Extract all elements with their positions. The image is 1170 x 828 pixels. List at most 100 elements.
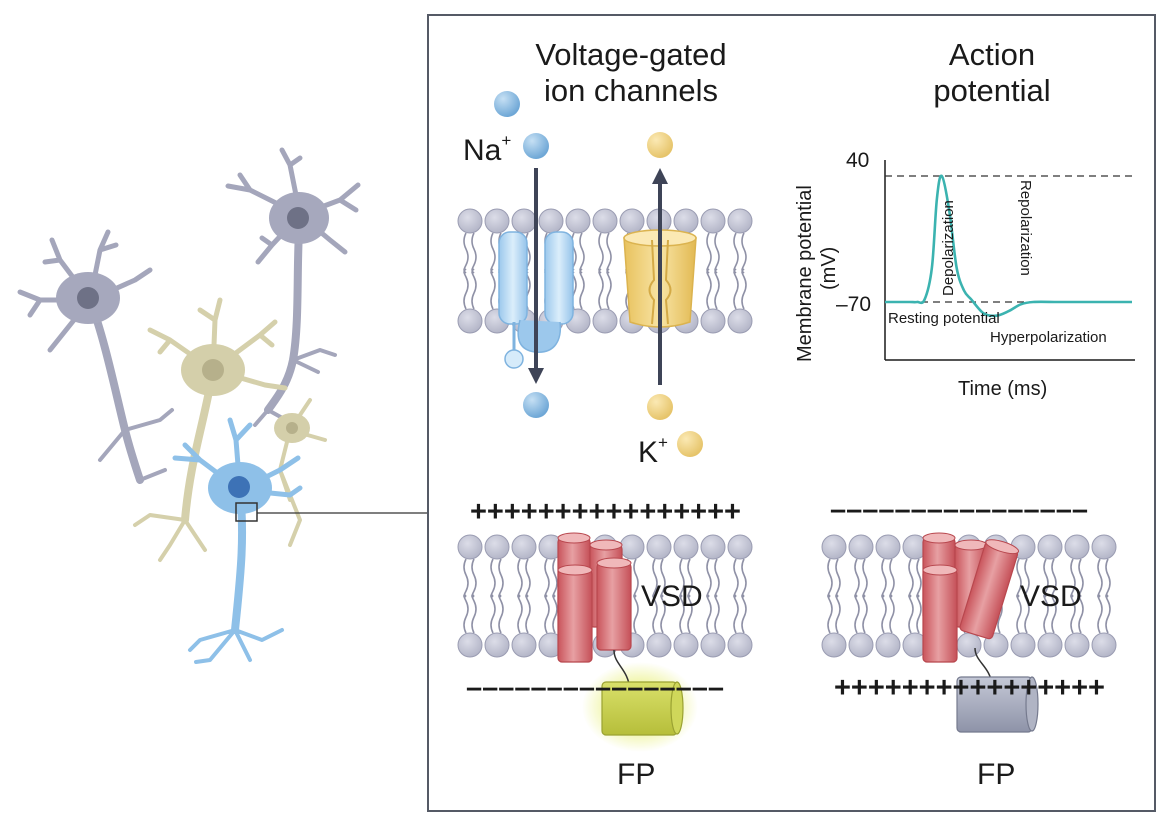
vsd-label-depolarized: VSD	[641, 580, 703, 613]
neuron-gray-left-nucleus	[77, 287, 99, 309]
lipid-tail	[1105, 558, 1111, 598]
lipid-tail	[862, 558, 868, 598]
lipid-tail	[714, 232, 720, 272]
lipid-tail	[1016, 594, 1022, 634]
neuron-gray-left	[17, 229, 174, 484]
lipid-tail	[889, 594, 895, 634]
lipid-tail	[862, 594, 868, 634]
lipid-tail	[1078, 594, 1084, 634]
lipid-head	[1010, 632, 1036, 658]
lipid-head	[619, 534, 645, 560]
lipid-tail	[908, 594, 914, 634]
lipid-head	[1091, 534, 1117, 560]
na-label-sup: +	[501, 131, 512, 150]
k-ion	[647, 394, 673, 420]
action-potential-series-line	[885, 174, 1132, 318]
lipid-tail	[463, 232, 469, 272]
lipid-head	[821, 632, 847, 658]
lipid-head	[457, 208, 483, 234]
y-tick-40: 40	[846, 149, 870, 172]
annotation-hyperpolarization: Hyperpolarization	[990, 329, 1107, 346]
k-efflux-arrow	[652, 168, 668, 385]
lipid-head	[727, 208, 753, 234]
lipid-tail	[606, 232, 612, 272]
lipid-head	[1091, 632, 1117, 658]
lipid-head	[700, 632, 726, 658]
lipid-head	[511, 208, 537, 234]
na-channel	[498, 231, 574, 369]
lipid-head	[511, 534, 537, 560]
lipid-tail	[552, 558, 558, 598]
lipid-head	[619, 208, 645, 234]
lipid-head	[700, 308, 726, 334]
lipid-tail	[835, 594, 841, 634]
lipid-tail	[854, 558, 860, 598]
vsd-label-resting: VSD	[1020, 580, 1082, 613]
vsd-depolarized	[557, 532, 632, 691]
lipid-tail	[490, 558, 496, 598]
lipid-tail	[714, 270, 720, 310]
k-label-text: K	[638, 436, 659, 469]
lipid-tail	[827, 594, 833, 634]
lipid-head	[727, 534, 753, 560]
lipid-tail	[490, 594, 496, 634]
lipid-tail	[1043, 594, 1049, 634]
lipid-head	[848, 534, 874, 560]
lipid-tail	[835, 558, 841, 598]
lipid-tail	[606, 270, 612, 310]
neuron-blue	[172, 417, 303, 664]
ap-title-line2: potential	[933, 73, 1051, 108]
lipid-head	[727, 632, 753, 658]
lipid-tail	[741, 232, 747, 272]
na-ion	[523, 392, 549, 418]
lipid-head	[484, 208, 510, 234]
lipid-head	[727, 308, 753, 334]
fp-dim	[956, 676, 1039, 733]
lipid-tail	[706, 558, 712, 598]
lipid-head	[565, 208, 591, 234]
lipid-tail	[598, 232, 604, 272]
lipid-tail	[579, 270, 585, 310]
fp-label-resting: FP	[977, 758, 1016, 791]
annotation-repolarization: Repolarization	[1017, 180, 1034, 276]
lipid-tail	[463, 558, 469, 598]
lipid-tail	[733, 558, 739, 598]
lipid-tail	[706, 232, 712, 272]
lipid-tail	[733, 232, 739, 272]
lipid-tail	[660, 594, 666, 634]
vsd-resting	[922, 532, 1020, 686]
lipid-head	[592, 208, 618, 234]
neuron-gray-top	[225, 147, 361, 427]
detail-panel-frame	[427, 14, 1156, 812]
lipid-tail	[1051, 594, 1057, 634]
lipid-tail	[633, 558, 639, 598]
y-axis-label-line1: Membrane potential	[794, 185, 816, 362]
lipid-head	[673, 632, 699, 658]
depolarized-bottom-charges: ––––––––––––––––	[466, 672, 725, 704]
lipid-tail	[881, 558, 887, 598]
lipid-tail	[741, 270, 747, 310]
lipid-tail	[733, 594, 739, 634]
fp-bright	[601, 681, 684, 736]
annotation-resting-potential: Resting potential	[888, 310, 1000, 327]
lipid-tail	[1024, 594, 1030, 634]
lipid-tail	[471, 270, 477, 310]
lipid-tail	[471, 594, 477, 634]
k-ion	[647, 132, 673, 158]
neuron-gray-top-nucleus	[287, 207, 309, 229]
x-axis-label: Time (ms)	[958, 378, 1048, 400]
lipid-tail	[854, 594, 860, 634]
lipid-head	[457, 632, 483, 658]
resting-bottom-charges: ++++++++++++++++	[834, 672, 1105, 704]
lipid-tail	[463, 594, 469, 634]
lipid-tail	[498, 594, 504, 634]
lipid-head	[1064, 534, 1090, 560]
lipid-tail	[679, 594, 685, 634]
lipid-tail	[714, 558, 720, 598]
neuron-blue-nucleus	[228, 476, 250, 498]
lipid-head	[457, 308, 483, 334]
lipid-head	[646, 632, 672, 658]
lipid-head	[848, 632, 874, 658]
annotation-depolarization: Depolarization	[940, 200, 957, 296]
